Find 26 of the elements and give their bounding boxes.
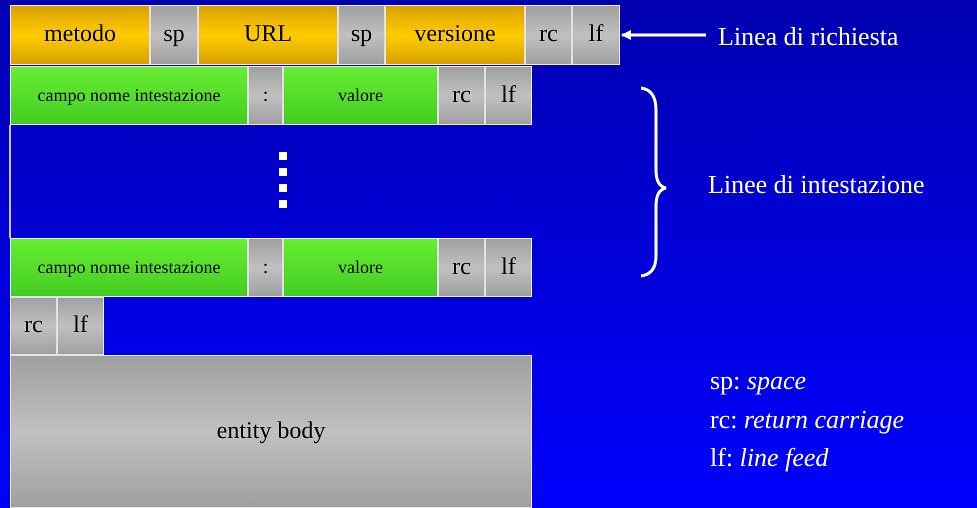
header-lines-caption: Linee di intestazione: [708, 170, 925, 200]
legend-text: rc: return carriage: [710, 405, 904, 435]
separator-cell: lf: [572, 5, 620, 65]
body-block: entity body: [10, 355, 532, 508]
field-cell: URL: [198, 5, 338, 65]
separator-cell: rc: [10, 297, 57, 355]
separator-cell: :: [248, 66, 283, 125]
separator-cell: sp: [150, 5, 198, 65]
separator-cell: rc: [438, 238, 485, 297]
field-cell: valore: [283, 238, 438, 297]
row-caption: Linea di richiesta: [718, 22, 898, 52]
separator-cell: lf: [485, 66, 532, 125]
separator-cell: sp: [338, 5, 385, 65]
separator-cell: rc: [438, 66, 485, 125]
field-cell: versione: [385, 5, 525, 65]
separator-cell: lf: [485, 238, 532, 297]
field-cell: metodo: [10, 5, 150, 65]
arrow: [621, 30, 706, 40]
field-cell: campo nome intestazione: [10, 66, 248, 125]
field-cell: campo nome intestazione: [10, 238, 248, 297]
separator-cell: :: [248, 238, 283, 297]
field-cell: valore: [283, 66, 438, 125]
legend-text: lf: line feed: [710, 443, 828, 473]
separator-cell: lf: [57, 297, 104, 355]
legend-text: sp: space: [710, 366, 806, 396]
separator-cell: rc: [525, 5, 572, 65]
